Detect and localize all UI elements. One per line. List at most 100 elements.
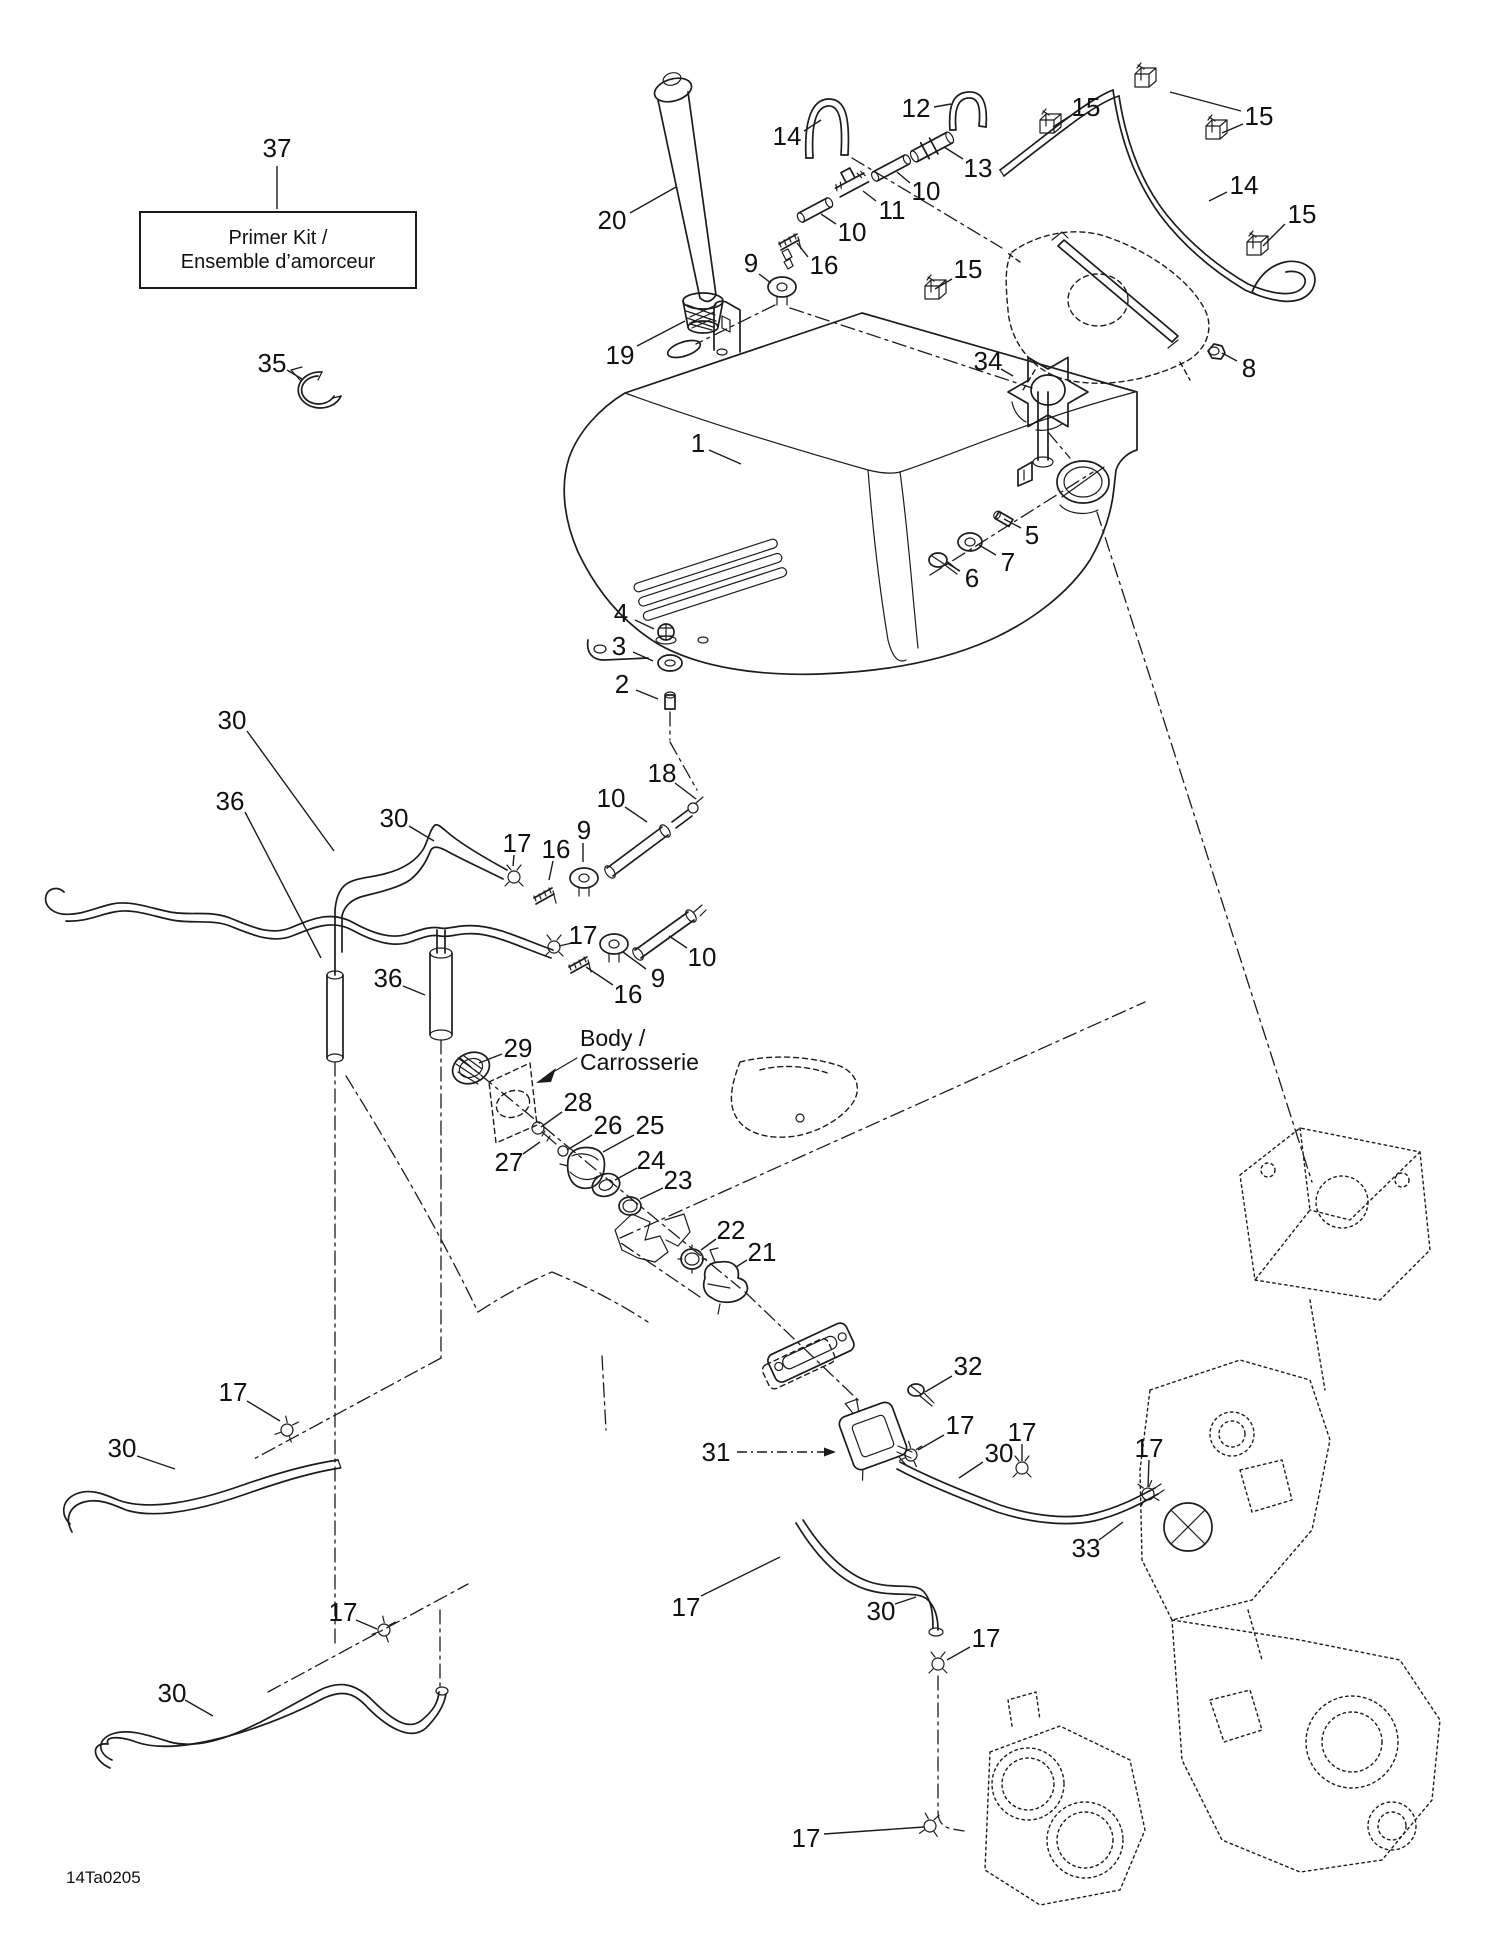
callout-16: 16	[614, 979, 643, 1009]
tank-screws	[928, 510, 1014, 575]
callout-9: 9	[577, 815, 591, 845]
leader-line	[136, 1455, 176, 1470]
callout-17: 17	[219, 1377, 248, 1407]
leader-line	[1169, 91, 1242, 112]
callout-11: 11	[879, 195, 906, 225]
callout-17: 17	[503, 828, 532, 858]
bottom-hoses	[62, 1414, 449, 1769]
leader-line	[478, 1053, 503, 1064]
body-label-arrow	[536, 1057, 578, 1083]
leader-line	[943, 146, 964, 160]
callout-29: 29	[504, 1033, 533, 1063]
leader-line	[1052, 115, 1071, 128]
callout-24: 24	[637, 1145, 666, 1175]
leader-line	[917, 1434, 945, 1451]
construction-lines	[251, 157, 1313, 1832]
leader-line	[622, 951, 647, 970]
leader-line	[946, 1646, 971, 1661]
leader-line	[700, 1556, 781, 1597]
callout-17: 17	[329, 1597, 358, 1627]
leader-line	[512, 854, 515, 867]
callout-36: 36	[216, 786, 245, 816]
leader-line	[1003, 518, 1022, 529]
leader-line	[934, 278, 953, 290]
ring-clamp	[290, 366, 342, 409]
leader-line	[946, 562, 961, 572]
leader-line	[246, 1400, 281, 1422]
leader-line	[924, 1375, 953, 1393]
leader-line	[735, 1259, 748, 1268]
leader-line	[803, 119, 822, 132]
callout-26: 26	[594, 1110, 623, 1140]
support-strap	[1051, 231, 1179, 349]
callout-17: 17	[972, 1623, 1001, 1653]
strainer	[682, 292, 724, 334]
callout-1: 1	[691, 428, 705, 458]
leader-line	[896, 171, 911, 184]
callout-28: 28	[564, 1087, 593, 1117]
callout-14: 14	[1230, 170, 1259, 200]
callout-15: 15	[1245, 101, 1274, 131]
leader-line	[184, 1699, 214, 1717]
callout-20: 20	[598, 205, 627, 235]
leader-line	[933, 103, 952, 108]
leader-line	[639, 1187, 664, 1200]
engine	[1139, 1127, 1441, 1873]
vent-assembly-2	[544, 904, 707, 974]
leader-line	[585, 966, 614, 986]
callout-8: 8	[1242, 353, 1256, 383]
leader-line	[862, 190, 877, 202]
callout-15: 15	[1072, 92, 1101, 122]
leader-line	[558, 942, 573, 947]
callout-10: 10	[912, 176, 941, 206]
callout-17: 17	[946, 1410, 975, 1440]
callout-17: 17	[1008, 1417, 1037, 1447]
leader-line	[614, 1167, 638, 1181]
leader-line	[636, 320, 686, 347]
panel-piece	[730, 1056, 859, 1138]
leader-line	[286, 369, 303, 380]
leader-line	[1221, 352, 1238, 362]
check-valve	[909, 131, 955, 163]
callout-23: 23	[664, 1165, 693, 1195]
left-hoses	[44, 823, 554, 1063]
nut-8	[1207, 343, 1226, 360]
drawing-code: 14Ta0205	[66, 1868, 141, 1887]
callout-17: 17	[1135, 1433, 1164, 1463]
leader-line	[820, 213, 837, 225]
callout-17: 17	[792, 1823, 821, 1853]
pump-bracket	[761, 1322, 855, 1390]
callout-5: 5	[1025, 520, 1039, 550]
leader-line	[602, 1134, 635, 1153]
leader-line	[708, 449, 742, 465]
callout-17: 17	[672, 1592, 701, 1622]
callout-30: 30	[218, 705, 247, 735]
callout-32: 32	[954, 1351, 983, 1381]
callout-30: 30	[867, 1596, 896, 1626]
callout-30: 30	[158, 1678, 187, 1708]
body-panel-label: Body / Carrosserie	[580, 1026, 699, 1074]
fuel-pump	[838, 1398, 913, 1481]
leader-line	[548, 860, 554, 881]
primer-valve-parts	[531, 1121, 749, 1315]
leader-line	[958, 1461, 984, 1479]
callout-15: 15	[954, 254, 983, 284]
leader-line	[402, 985, 426, 996]
leader-line	[796, 242, 809, 258]
leader-line	[635, 689, 659, 700]
callout-13: 13	[964, 153, 993, 183]
callout-22: 22	[717, 1215, 746, 1245]
leader-line	[408, 825, 435, 842]
leader-line	[823, 1826, 925, 1835]
body-panel-line1: Body /	[580, 1025, 646, 1051]
leader-line	[1147, 1459, 1150, 1488]
pump-screw-32	[907, 1383, 935, 1407]
leader-line	[624, 806, 648, 823]
carburetor	[984, 1691, 1146, 1906]
callout-33: 33	[1072, 1533, 1101, 1563]
leader-line	[629, 186, 677, 214]
filler-tube	[653, 72, 717, 303]
console-bracket	[1005, 231, 1210, 391]
